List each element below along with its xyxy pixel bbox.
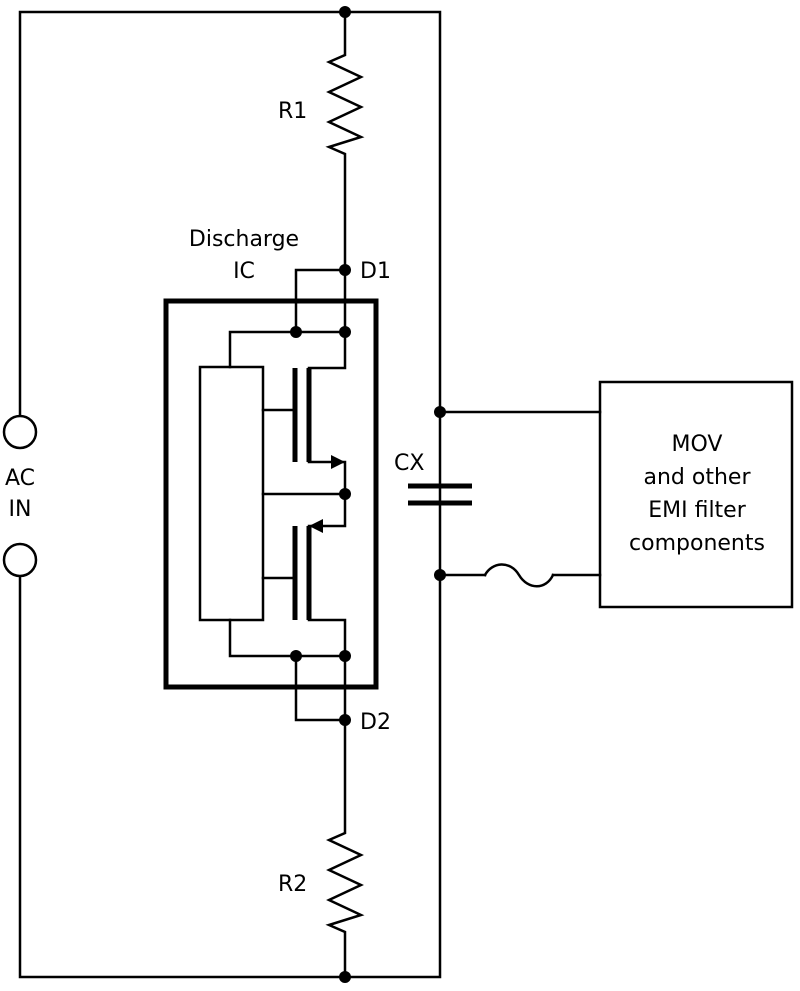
label-ac-in-line2: IN (9, 497, 32, 522)
label-d2: D2 (360, 710, 391, 735)
label-filter-line1: MOV (672, 432, 723, 457)
discharge-ic-package (163, 298, 379, 690)
control-logic-block (198, 365, 265, 622)
ac-in-terminal-bottom (2, 542, 38, 578)
capacitor-cx (408, 483, 472, 506)
resistor-r1 (325, 10, 365, 272)
ac-in-terminal-top (2, 414, 38, 450)
ac-rail-wires (18, 10, 442, 979)
label-r2: R2 (278, 872, 307, 897)
junction-dots (290, 6, 446, 983)
label-ac-in-line1: AC (5, 466, 35, 491)
mosfet-upper (292, 330, 347, 496)
label-d1: D1 (360, 259, 391, 284)
label-discharge-ic-line1: Discharge (189, 227, 299, 252)
filter-connection-wires (438, 410, 602, 588)
label-cx: CX (394, 451, 424, 476)
d2-connection (228, 618, 347, 722)
d1-connection (228, 268, 347, 369)
resistor-r2 (325, 718, 365, 979)
emi-filter-box (598, 380, 794, 609)
label-filter-line2: and other (644, 465, 752, 490)
label-r1: R1 (278, 99, 307, 124)
mosfet-lower (292, 492, 347, 658)
label-filter-line3: EMI filter (648, 498, 746, 523)
label-discharge-ic-line2: IC (233, 259, 255, 284)
label-filter-line4: components (629, 531, 765, 556)
